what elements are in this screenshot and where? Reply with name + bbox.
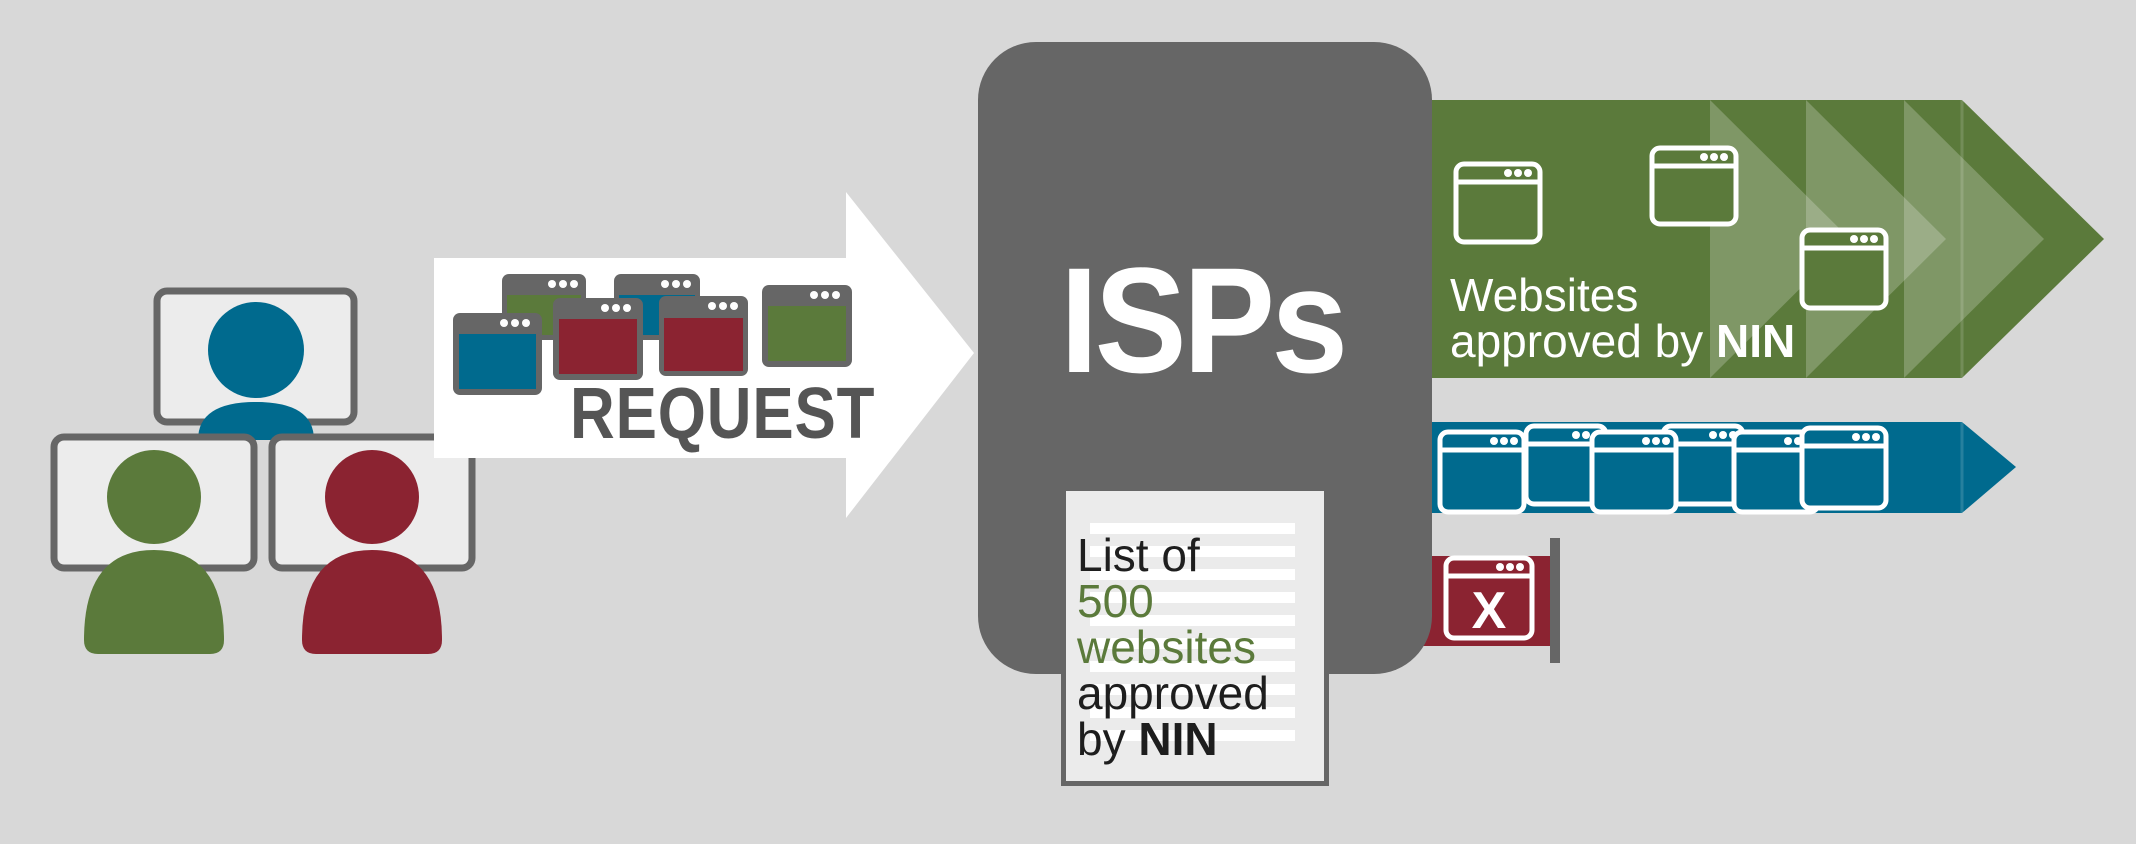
browser-window-icon [453,313,542,395]
list-line-3: websites [1077,621,1256,673]
list-nin: NIN [1138,713,1218,765]
browser-window-icon [1649,145,1739,227]
approved-line-2-prefix: approved by [1450,315,1716,367]
browser-window-icon [1799,425,1889,511]
approved-line-2: approved by NIN [1450,318,1930,364]
request-windows [453,274,852,395]
browser-window-icon [762,285,852,367]
browser-window-icon [1589,429,1679,515]
list-document [1061,491,1329,786]
list-document-label: List of 500 websites approved by NIN [1077,532,1317,762]
browser-window-icon [659,296,748,376]
request-label: REQUEST [570,374,876,454]
browser-window-icon [1799,227,1889,311]
approved-line-1: Websites [1450,269,1639,321]
blocked-website-icon: X [1443,555,1535,641]
browser-window-icon [1437,429,1527,515]
browser-window-icon [553,298,643,380]
user-red-icon [268,433,476,654]
blue-windows [1437,423,1889,515]
approved-windows [1453,145,1889,311]
user-green-icon [50,433,258,654]
list-line-5-prefix: by [1077,713,1139,765]
user-blue-icon [153,287,358,440]
approved-websites-label: Websites approved by NIN [1450,272,1930,364]
browser-window-icon [1453,161,1543,245]
isps-title: ISPs [1060,236,1348,404]
list-line-2: 500 [1077,575,1154,627]
list-line-4: approved [1077,667,1269,719]
blocked-x-glyph: X [1472,582,1507,640]
list-line-5: by NIN [1077,716,1317,762]
approved-nin: NIN [1715,315,1796,367]
users-group [50,287,476,654]
list-line-1: List of [1077,529,1200,581]
